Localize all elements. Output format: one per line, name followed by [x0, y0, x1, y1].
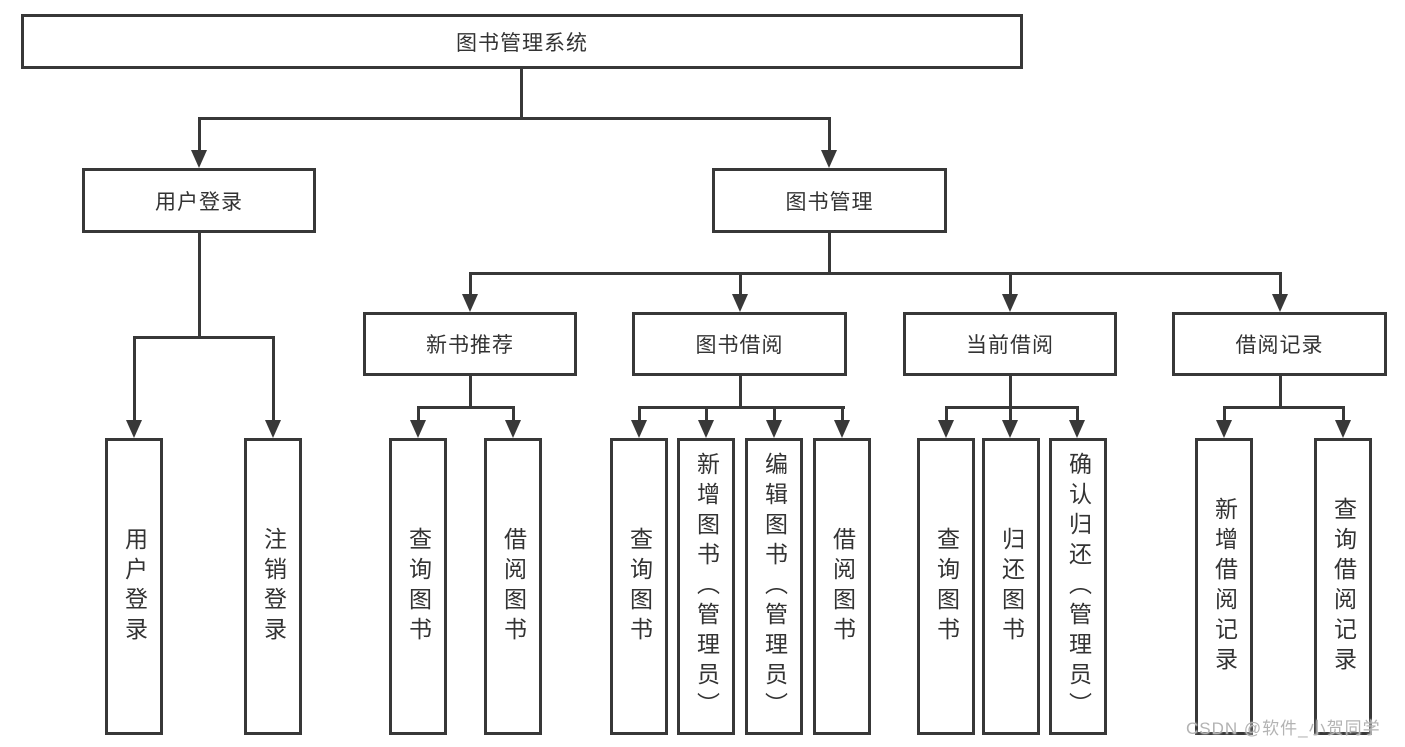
leaf-user-login: 用户登录 [105, 438, 163, 735]
node-root-system-label: 图书管理系统 [456, 31, 588, 55]
arrowhead [410, 420, 426, 438]
connector-line [1076, 406, 1079, 422]
leaf-current-query-books-label: 查询图书 [933, 526, 960, 647]
leaf-add-book-admin: 新增图书（管理员） [677, 438, 735, 735]
arrowhead [1002, 420, 1018, 438]
node-book-borrow-label: 图书借阅 [695, 334, 784, 357]
connector-line [945, 406, 1079, 409]
node-new-book-recommend-label: 新书推荐 [426, 334, 514, 357]
connector-line [739, 272, 742, 296]
leaf-confirm-return-admin: 确认归还（管理员） [1049, 438, 1107, 735]
node-borrow-records-label: 借阅记录 [1235, 334, 1324, 357]
arrowhead [1216, 420, 1232, 438]
csdn-watermark: CSDN @软件_小贺同学 [1186, 719, 1381, 738]
arrowhead [698, 420, 714, 438]
node-book-borrow: 图书借阅 [632, 312, 847, 376]
arrowhead [766, 420, 782, 438]
connector-line [705, 406, 708, 422]
leaf-edit-book-admin-label: 编辑图书（管理员） [761, 451, 788, 722]
connector-line [1342, 406, 1345, 422]
leaf-borrow-query-books-label: 查询图书 [626, 526, 653, 647]
arrowhead [265, 420, 281, 438]
connector-line [773, 406, 776, 422]
node-user-login: 用户登录 [82, 168, 316, 233]
leaf-recommend-borrow-books-label: 借阅图书 [500, 526, 527, 647]
leaf-confirm-return-admin-label: 确认归还（管理员） [1065, 451, 1092, 722]
leaf-query-borrow-record: 查询借阅记录 [1314, 438, 1372, 735]
leaf-user-login-label: 用户登录 [121, 526, 148, 647]
connector-line [1223, 406, 1344, 409]
connector-line [1009, 406, 1012, 422]
connector-line [828, 233, 831, 274]
connector-line [638, 406, 641, 422]
connector-line [417, 406, 515, 409]
connector-line [469, 272, 1281, 275]
connector-line [1279, 272, 1282, 296]
node-root-system: 图书管理系统 [21, 14, 1023, 69]
connector-line [198, 233, 201, 339]
connector-line [1009, 272, 1012, 296]
leaf-current-query-books: 查询图书 [917, 438, 975, 735]
connector-line [1009, 376, 1012, 409]
leaf-logout: 注销登录 [244, 438, 302, 735]
leaf-borrow-book: 借阅图书 [813, 438, 871, 735]
connector-line [512, 406, 515, 422]
leaf-recommend-query-books-label: 查询图书 [405, 526, 432, 647]
connector-line [469, 272, 472, 296]
connector-line [469, 376, 472, 409]
leaf-return-book-label: 归还图书 [998, 526, 1025, 647]
connector-line [841, 406, 844, 422]
arrowhead [505, 420, 521, 438]
arrowhead [191, 150, 207, 168]
connector-line [520, 69, 523, 120]
leaf-borrow-book-label: 借阅图书 [829, 526, 856, 647]
node-book-management: 图书管理 [712, 168, 947, 233]
leaf-recommend-query-books: 查询图书 [389, 438, 447, 735]
connector-line [739, 376, 742, 409]
connector-line [417, 406, 420, 422]
arrowhead [631, 420, 647, 438]
connector-line [198, 117, 831, 120]
connector-line [133, 336, 136, 422]
leaf-return-book: 归还图书 [982, 438, 1040, 735]
arrowhead [732, 294, 748, 312]
node-user-login-label: 用户登录 [155, 190, 243, 214]
leaf-recommend-borrow-books: 借阅图书 [484, 438, 542, 735]
node-new-book-recommend: 新书推荐 [363, 312, 577, 376]
leaf-logout-label: 注销登录 [260, 526, 287, 647]
node-current-borrow: 当前借阅 [903, 312, 1117, 376]
node-book-management-label: 图书管理 [785, 190, 874, 214]
arrowhead [462, 294, 478, 312]
node-current-borrow-label: 当前借阅 [966, 334, 1054, 357]
connector-line [1279, 376, 1282, 409]
leaf-add-borrow-record-label: 新增借阅记录 [1211, 496, 1238, 677]
arrowhead [821, 150, 837, 168]
arrowhead [1069, 420, 1085, 438]
leaf-edit-book-admin: 编辑图书（管理员） [745, 438, 803, 735]
connector-line [828, 117, 831, 152]
arrowhead [834, 420, 850, 438]
arrowhead [1002, 294, 1018, 312]
connector-line [133, 336, 275, 339]
leaf-borrow-query-books: 查询图书 [610, 438, 668, 735]
connector-line [272, 336, 275, 422]
connector-line [198, 117, 201, 152]
node-borrow-records: 借阅记录 [1172, 312, 1387, 376]
arrowhead [126, 420, 142, 438]
connector-line [638, 406, 845, 409]
connector-line [945, 406, 948, 422]
connector-line [1223, 406, 1226, 422]
arrowhead [1272, 294, 1288, 312]
leaf-add-borrow-record: 新增借阅记录 [1195, 438, 1253, 735]
leaf-add-book-admin-label: 新增图书（管理员） [693, 451, 720, 722]
arrowhead [1335, 420, 1351, 438]
leaf-query-borrow-record-label: 查询借阅记录 [1330, 496, 1357, 677]
arrowhead [938, 420, 954, 438]
